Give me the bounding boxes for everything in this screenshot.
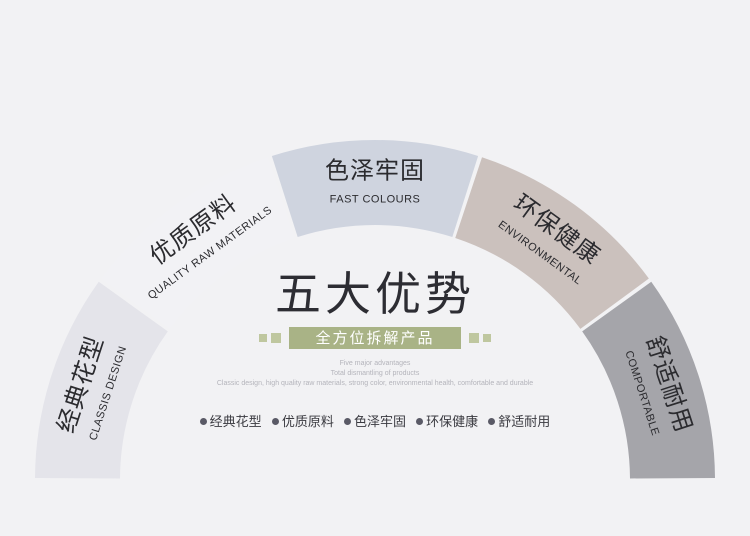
segment-subtitle-3: FAST COLOURS (330, 194, 421, 206)
banner-label: 全方位拆解产品 (289, 327, 461, 349)
segment-2 (101, 157, 295, 329)
banner-row: 全方位拆解产品 (0, 326, 750, 350)
bullet-text: 经典花型 (209, 415, 262, 430)
banner-deco-left-small (259, 334, 268, 342)
segment-label-3: 色泽牢固 FAST COLOURS (325, 157, 425, 206)
bullet-dot-icon (416, 418, 424, 425)
bullet-list: 经典花型 优质原料 色泽牢固 环保健康 舒适耐用 (0, 411, 750, 430)
bullet-text: 舒适耐用 (498, 415, 551, 430)
bullet-item: 色泽牢固 (343, 415, 406, 430)
bullet-item: 优质原料 (271, 415, 334, 430)
bullet-text: 优质原料 (281, 415, 334, 430)
banner-deco-right-big (468, 333, 479, 343)
segment-1 (35, 281, 168, 479)
bullet-dot-icon (488, 418, 496, 425)
subtitle-line-3: Classic design, high quality raw materia… (216, 380, 534, 387)
segment-title-3: 色泽牢固 (325, 157, 425, 185)
banner-deco-right-small (482, 334, 491, 342)
banner-deco-left-big (271, 333, 282, 343)
bullet-item: 舒适耐用 (488, 415, 550, 430)
bullet-dot-icon (343, 418, 351, 425)
bullet-item: 经典花型 (199, 415, 262, 430)
segment-4 (455, 157, 649, 329)
bullet-text: 色泽牢固 (353, 415, 406, 430)
segment-5 (582, 281, 715, 479)
bullet-item: 环保健康 (416, 415, 478, 430)
segment-3 (271, 140, 479, 238)
bullet-dot-icon (271, 418, 279, 425)
main-title: 五大优势 (275, 267, 475, 321)
bullet-dot-icon (199, 418, 207, 425)
subtitle-line-2: Total dismantling of products (330, 370, 420, 377)
bullet-text: 环保健康 (426, 415, 479, 430)
subtitle-line-1: Five major advantages (339, 360, 411, 367)
